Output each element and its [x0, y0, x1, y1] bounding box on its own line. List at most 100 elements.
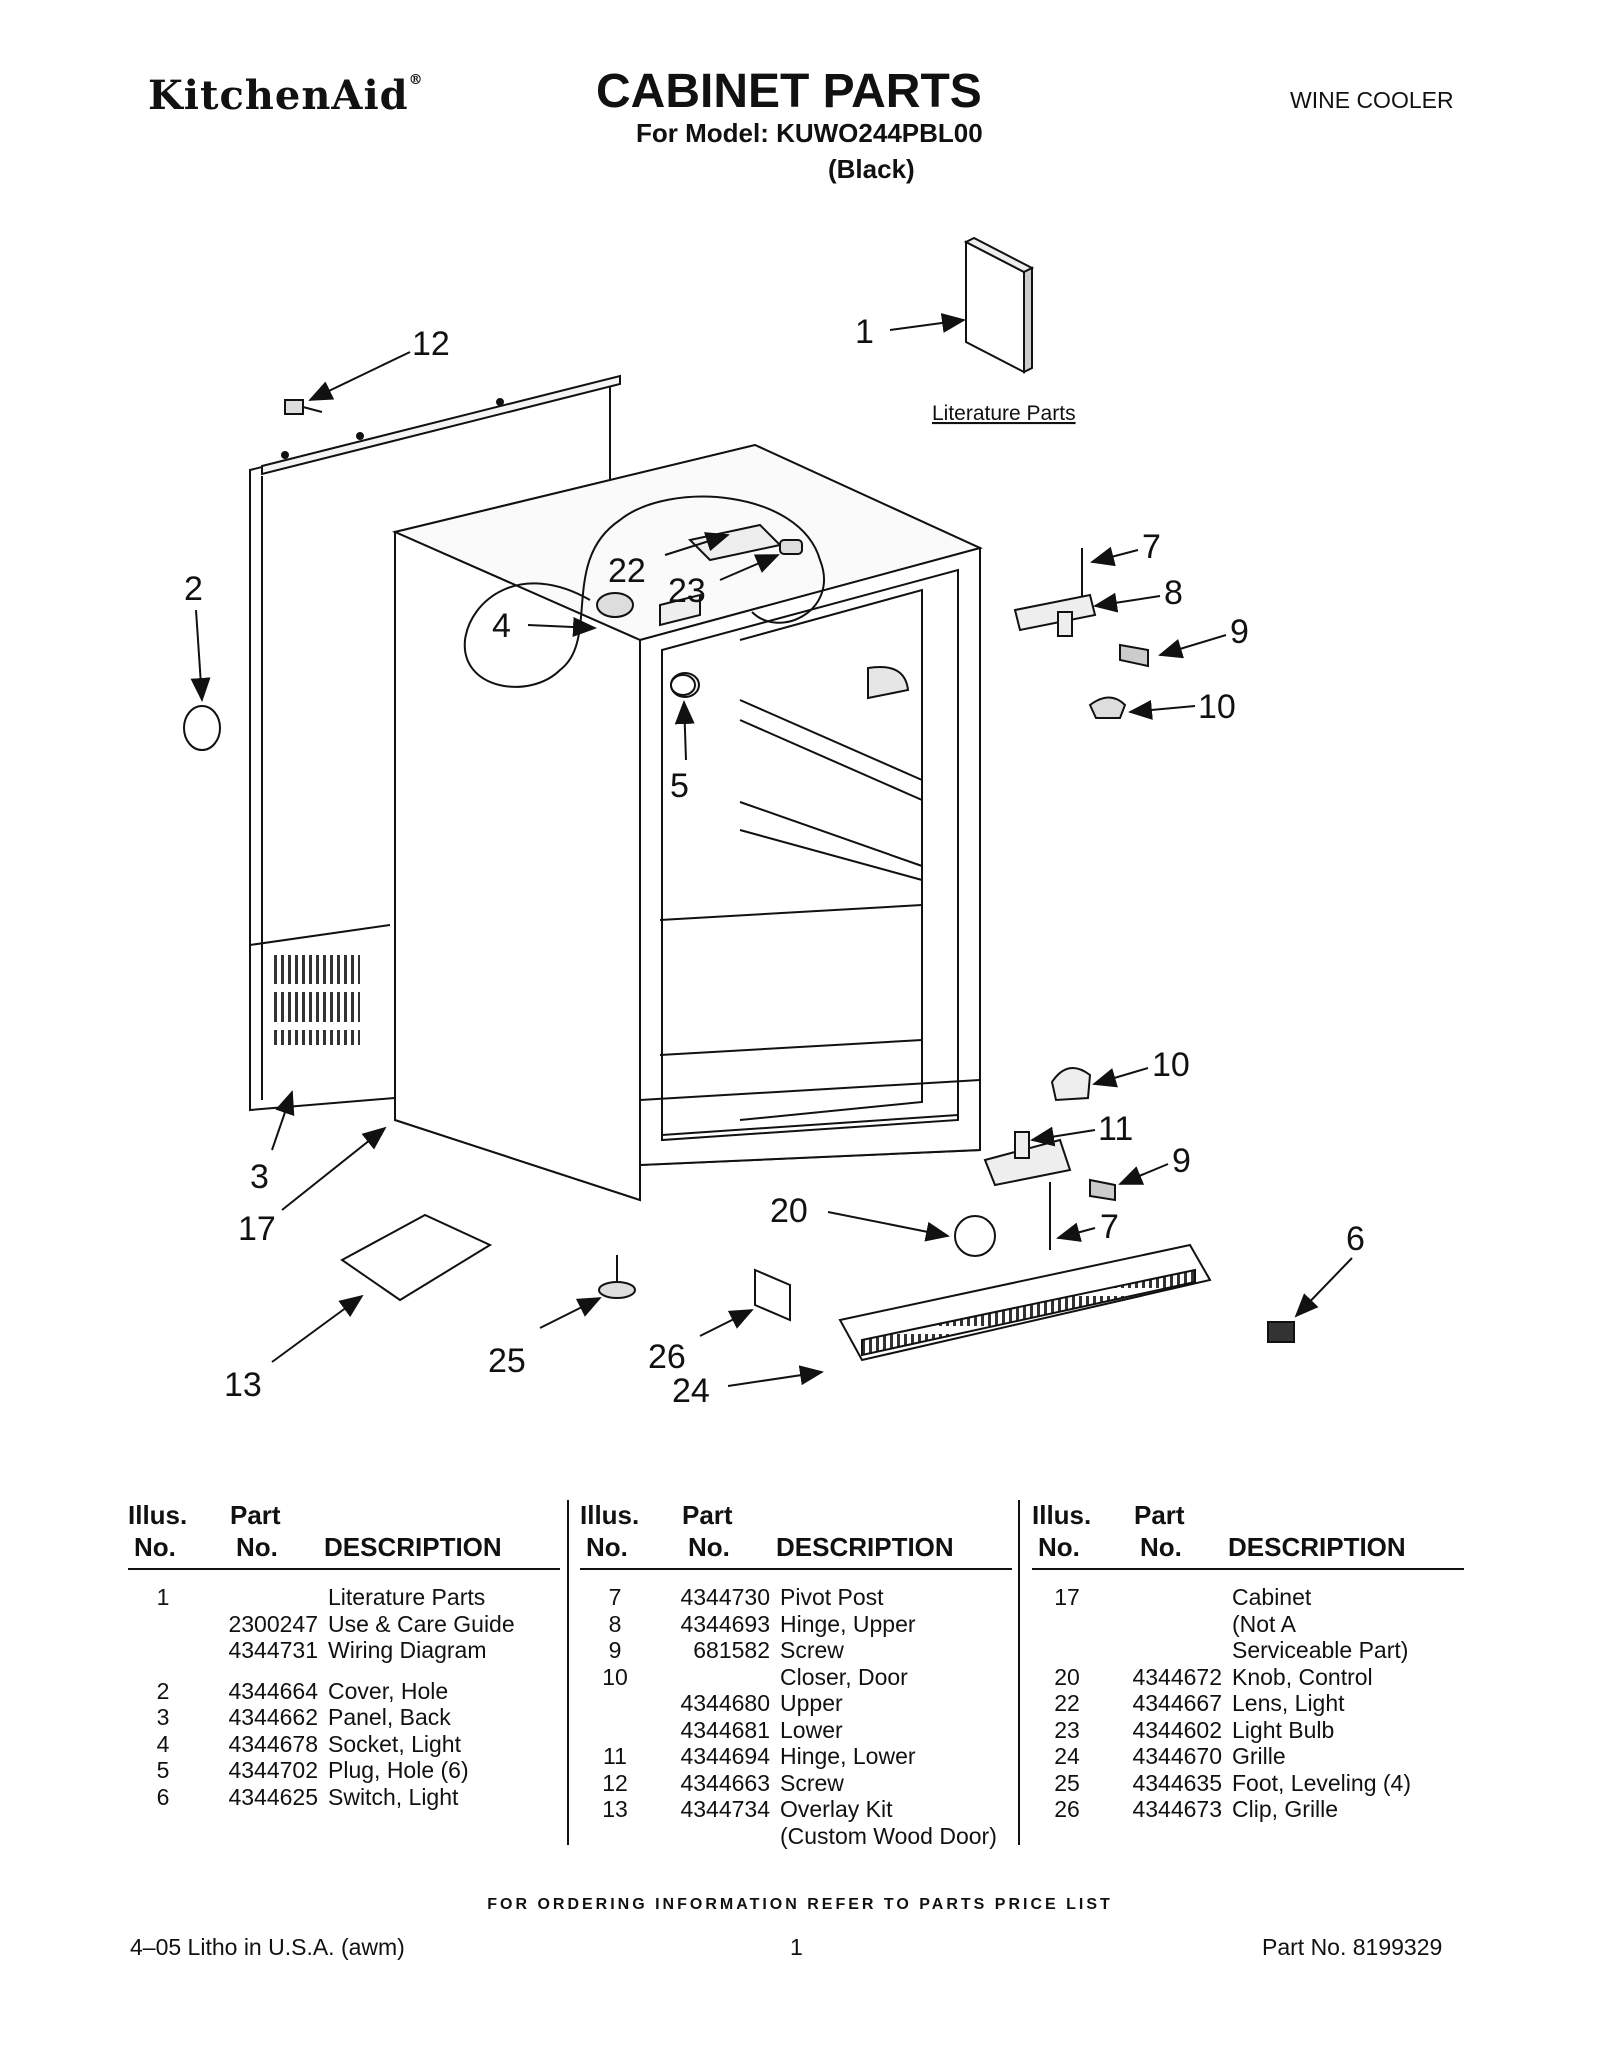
- callout-7-upper: 7: [1142, 528, 1161, 566]
- table-row-gap: [128, 1664, 560, 1678]
- leader-4: [527, 617, 597, 638]
- brand-logo: KitchenAid®: [148, 72, 424, 119]
- callout-23: 23: [668, 572, 706, 610]
- header-part: Part: [230, 1500, 281, 1530]
- leader-24: [727, 1365, 824, 1387]
- callout-20: 20: [770, 1192, 808, 1230]
- table-row: Serviceable Part): [1232, 1637, 1409, 1663]
- leader-12: [308, 351, 411, 401]
- leader-2: [190, 609, 211, 702]
- leader-9-upper: [1158, 634, 1227, 659]
- callout-4: 4: [492, 607, 511, 645]
- leader-1: [889, 313, 966, 333]
- callout-10-lower: 10: [1152, 1046, 1190, 1084]
- callout-1: 1: [855, 313, 874, 351]
- literature-booklet: [963, 236, 1035, 374]
- cabinet-body: [391, 443, 983, 1202]
- leader-22: [664, 532, 730, 556]
- leader-20: [827, 1211, 950, 1242]
- leader-10-lower: [1092, 1067, 1149, 1088]
- grille: [838, 1243, 1212, 1362]
- header-illus-no: No.: [1038, 1532, 1080, 1562]
- header-part-no: No.: [688, 1532, 730, 1562]
- color-line: (Black): [828, 154, 915, 184]
- model-line: For Model: KUWO244PBL00: [636, 118, 983, 148]
- exploded-parts-diagram: 1 2 3 4 5 6 7 7 8 9 9 10 10 11 12 13 17 …: [183, 236, 1365, 1410]
- litho-line: 4–05 Litho in U.S.A. (awm): [130, 1934, 405, 1960]
- leader-23: [719, 554, 780, 581]
- lower-hinge-assembly: [983, 1131, 1116, 1250]
- column-divider: [1018, 1500, 1020, 1845]
- callout-9-lower: 9: [1172, 1142, 1191, 1180]
- product-type: WINE COOLER: [1290, 87, 1454, 113]
- document-part-number: Part No. 8199329: [1262, 1934, 1443, 1960]
- leader-9-lower: [1118, 1163, 1169, 1185]
- registered-mark: ®: [408, 72, 424, 88]
- callout-8: 8: [1164, 574, 1183, 612]
- callout-13: 13: [224, 1366, 262, 1404]
- light-switch: [1267, 1321, 1295, 1343]
- leader-10-upper: [1128, 700, 1196, 720]
- leader-6: [1294, 1257, 1353, 1318]
- literature-parts-label: Literature Parts: [932, 402, 1076, 425]
- callout-25: 25: [488, 1342, 526, 1380]
- leader-5: [674, 700, 695, 761]
- table-row: (Custom Wood Door): [780, 1822, 997, 1849]
- leader-7-upper: [1090, 546, 1139, 567]
- header-description: DESCRIPTION: [1228, 1532, 1406, 1562]
- callout-24: 24: [672, 1372, 710, 1410]
- header-illus: Illus.: [1032, 1500, 1092, 1530]
- callout-12: 12: [412, 325, 450, 363]
- leader-26: [699, 1309, 754, 1337]
- callout-22: 22: [608, 552, 646, 590]
- callout-26: 26: [648, 1338, 686, 1376]
- leader-13: [271, 1294, 364, 1363]
- column-divider: [567, 1500, 569, 1845]
- callout-3: 3: [250, 1158, 269, 1196]
- header-part-no: No.: [1140, 1532, 1182, 1562]
- page-title: CABINET PARTS: [596, 65, 982, 118]
- callout-9-upper: 9: [1230, 613, 1249, 651]
- control-knob: [954, 1215, 996, 1257]
- header-part: Part: [1134, 1500, 1185, 1530]
- callout-2: 2: [184, 570, 203, 608]
- overlay-kit: [340, 1213, 493, 1302]
- leader-7-lower: [1056, 1222, 1096, 1242]
- grille-clip: [754, 1268, 791, 1322]
- callout-5: 5: [670, 767, 689, 805]
- table-header: Illus. No. Part No. DESCRIPTION: [1032, 1500, 1464, 1570]
- header-illus: Illus.: [580, 1500, 640, 1530]
- callout-7-lower: 7: [1100, 1208, 1119, 1246]
- hole-cover: [183, 705, 221, 751]
- callout-6: 6: [1346, 1220, 1365, 1258]
- door-closer-lower: [1050, 1067, 1092, 1102]
- header-part-no: No.: [236, 1532, 278, 1562]
- upper-hinge-assembly: [1013, 548, 1149, 668]
- table-row: (Not A: [1232, 1610, 1296, 1637]
- header-illus-no: No.: [134, 1532, 176, 1562]
- callout-11: 11: [1098, 1110, 1133, 1148]
- header-part: Part: [682, 1500, 733, 1530]
